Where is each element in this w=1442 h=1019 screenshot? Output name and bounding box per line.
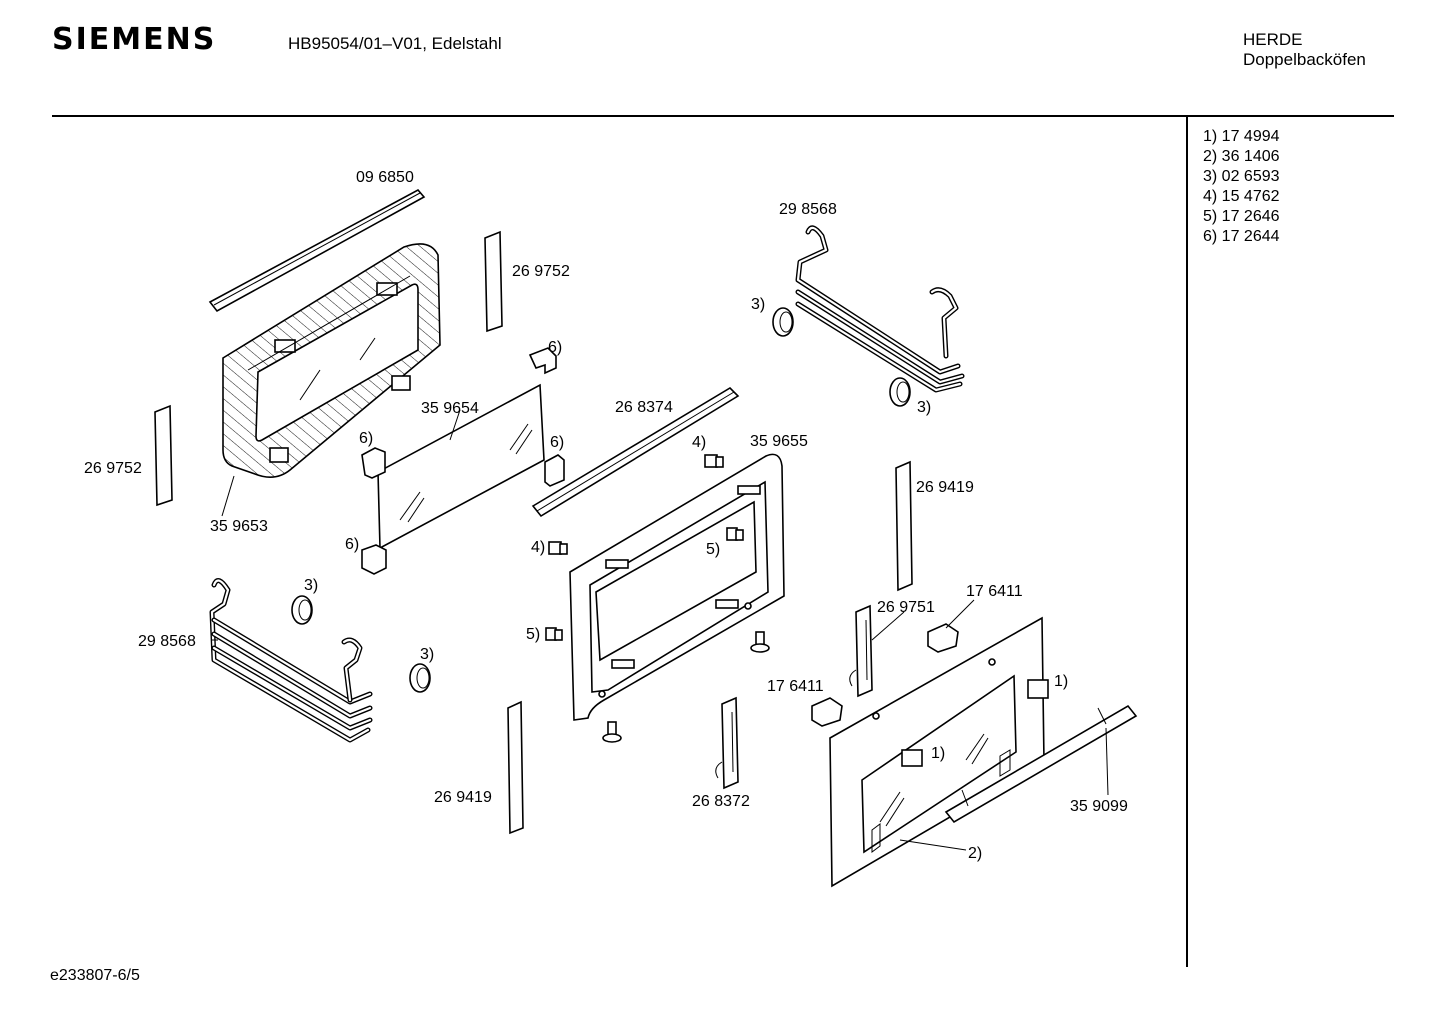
category-label: HERDE Doppelbacköfen bbox=[1243, 30, 1366, 70]
foot-screw-a bbox=[602, 721, 622, 743]
door-clip-1-a bbox=[1027, 679, 1049, 699]
callout-3-b: 3) bbox=[917, 399, 931, 416]
legend-item: 3) 02 6593 bbox=[1203, 168, 1280, 185]
seal-strip-269419-right bbox=[895, 460, 913, 592]
knob-3-d bbox=[409, 663, 431, 693]
callout-4-b: 4) bbox=[531, 539, 545, 556]
label-298568-left: 29 8568 bbox=[138, 633, 196, 650]
label-268374: 26 8374 bbox=[615, 399, 673, 416]
callout-6-d: 6) bbox=[345, 536, 359, 553]
rack-298568-left bbox=[209, 578, 373, 743]
door-clip-1-b bbox=[901, 749, 923, 767]
hinge-269751 bbox=[849, 604, 873, 698]
hinge-mount-176411-left bbox=[811, 697, 843, 727]
legend-item: 6) 17 2644 bbox=[1203, 228, 1280, 245]
label-269419-right: 26 9419 bbox=[916, 479, 974, 496]
screw-5-b bbox=[545, 627, 563, 641]
rod-268374 bbox=[531, 386, 740, 518]
leader-lines bbox=[212, 409, 1109, 851]
hinge-268372 bbox=[715, 696, 739, 790]
label-269752-top: 26 9752 bbox=[512, 263, 570, 280]
label-359655: 35 9655 bbox=[750, 433, 808, 450]
foot-screw-b bbox=[750, 631, 770, 653]
knob-3-c bbox=[291, 595, 313, 625]
legend-divider bbox=[1186, 117, 1188, 967]
category-line-2: Doppelbacköfen bbox=[1243, 50, 1366, 69]
label-176411-right: 17 6411 bbox=[966, 583, 1023, 600]
model-number: HB95054/01–V01, Edelstahl bbox=[288, 34, 502, 53]
callout-3-d: 3) bbox=[420, 646, 434, 663]
callout-3-c: 3) bbox=[304, 577, 318, 594]
header-divider bbox=[52, 115, 1394, 117]
callout-1-a: 1) bbox=[1054, 673, 1068, 690]
glass-pane-359654 bbox=[377, 383, 545, 550]
hinge-mount-176411-right bbox=[927, 623, 959, 653]
seal-strip-096850 bbox=[208, 188, 426, 313]
callout-3-a: 3) bbox=[751, 296, 765, 313]
label-359654: 35 9654 bbox=[421, 400, 479, 417]
label-269752-left: 26 9752 bbox=[84, 460, 142, 477]
callout-1-b: 1) bbox=[931, 745, 945, 762]
callout-6-b: 6) bbox=[359, 430, 373, 447]
label-359099: 35 9099 bbox=[1070, 798, 1128, 815]
door-handle-359099 bbox=[944, 704, 1138, 824]
callout-5-b: 5) bbox=[526, 626, 540, 643]
parts-legend: 1) 17 4994 2) 36 1406 3) 02 6593 4) 15 4… bbox=[1203, 127, 1280, 247]
legend-item: 1) 17 4994 bbox=[1203, 128, 1280, 145]
label-359653: 35 9653 bbox=[210, 518, 268, 535]
callout-2-a: 2) bbox=[968, 845, 982, 862]
clip-6-b bbox=[361, 447, 386, 479]
clip-6-a bbox=[528, 347, 557, 375]
callout-4-a: 4) bbox=[692, 434, 706, 451]
inner-door-panel-359653 bbox=[222, 243, 441, 478]
category-line-1: HERDE bbox=[1243, 30, 1303, 49]
screw-4-a bbox=[704, 454, 724, 468]
seal-strip-269752-top bbox=[484, 230, 503, 333]
callout-6-a: 6) bbox=[548, 339, 562, 356]
callout-5-a: 5) bbox=[706, 541, 720, 558]
knob-3-a bbox=[772, 307, 794, 337]
clip-6-c bbox=[544, 454, 565, 487]
drawing-id: e233807-6/5 bbox=[50, 967, 140, 984]
legend-item: 5) 17 2646 bbox=[1203, 208, 1280, 225]
label-096850: 09 6850 bbox=[356, 169, 414, 186]
screw-5-a bbox=[726, 527, 744, 541]
knob-3-b bbox=[889, 377, 911, 407]
callout-6-c: 6) bbox=[550, 434, 564, 451]
seal-strip-269752-left bbox=[154, 404, 173, 507]
label-269751: 26 9751 bbox=[877, 599, 935, 616]
seal-strip-269419-bottom bbox=[507, 700, 524, 835]
screw-4-b bbox=[548, 541, 568, 555]
clip-6-d bbox=[361, 544, 387, 575]
label-269419-bottom: 26 9419 bbox=[434, 789, 492, 806]
label-176411-left: 17 6411 bbox=[767, 678, 824, 695]
label-298568-top: 29 8568 bbox=[779, 201, 837, 218]
label-268372: 26 8372 bbox=[692, 793, 750, 810]
rack-298568-top bbox=[795, 225, 965, 393]
legend-item: 4) 15 4762 bbox=[1203, 188, 1280, 205]
legend-item: 2) 36 1406 bbox=[1203, 148, 1280, 165]
door-frame-359655 bbox=[569, 453, 785, 721]
brand-logo: SIEMENS bbox=[52, 22, 217, 57]
